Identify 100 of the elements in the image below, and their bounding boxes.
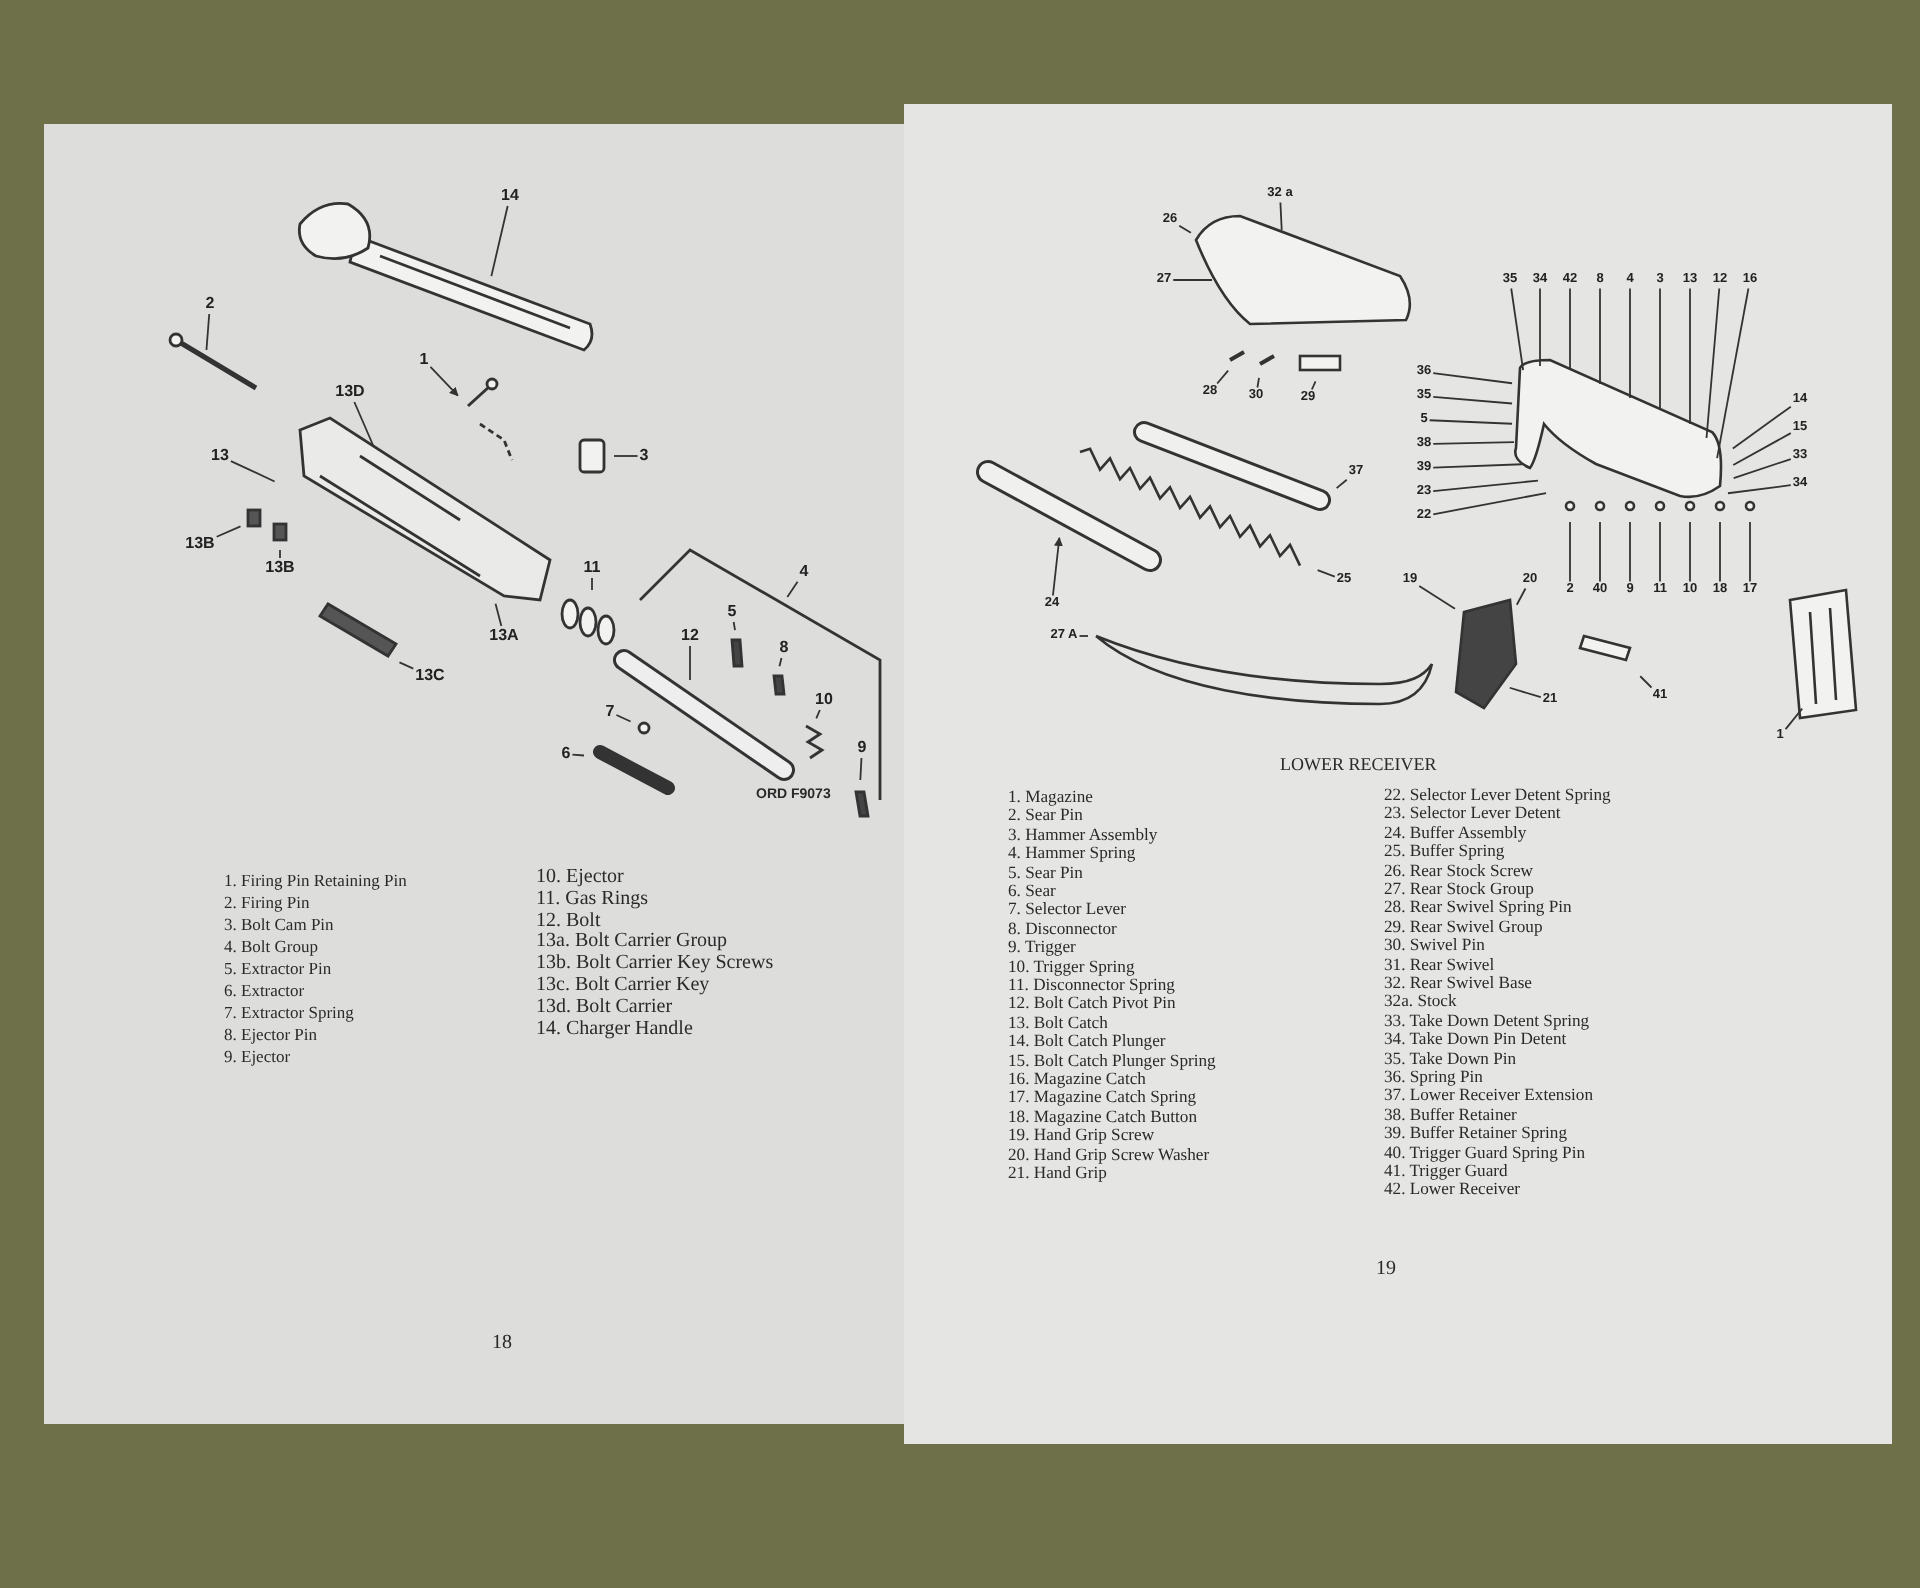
parts-list-item: 41. Trigger Guard — [1384, 1162, 1508, 1180]
leader-line — [1316, 569, 1336, 578]
leader-line — [1659, 521, 1661, 583]
parts-list-item: 39. Buffer Retainer Spring — [1384, 1124, 1567, 1142]
parts-list-item: 4. Bolt Group — [224, 938, 318, 955]
parts-list-item: 6. Sear — [1008, 882, 1056, 900]
leader-line — [1716, 287, 1750, 459]
leader-line — [1727, 484, 1792, 495]
callout-number: 13B — [265, 560, 295, 576]
leader-line — [1731, 405, 1792, 450]
callout-number: 13C — [415, 668, 445, 684]
parts-list-item: 21. Hand Grip — [1008, 1164, 1107, 1182]
parts-list-item: 16. Magazine Catch — [1008, 1070, 1146, 1088]
parts-list-item: 36. Spring Pin — [1384, 1068, 1483, 1086]
leader-line — [1689, 287, 1691, 425]
leader-line — [490, 205, 509, 278]
parts-list-item: 11. Gas Rings — [536, 889, 649, 910]
parts-list-item: 34. Take Down Pin Detent — [1384, 1030, 1567, 1048]
leader-line — [732, 621, 736, 631]
callout-number: 10 — [815, 692, 833, 708]
parts-list-item: 4. Hammer Spring — [1008, 844, 1136, 862]
leader-line — [1432, 479, 1539, 492]
callout-number: 6 — [561, 746, 571, 762]
leader-line — [1216, 369, 1229, 385]
leader-line — [615, 714, 632, 723]
leader-line — [1569, 287, 1571, 371]
parts-list-item: 7. Extractor Spring — [224, 1004, 354, 1021]
parts-list-item: 1. Firing Pin Retaining Pin — [224, 872, 407, 889]
leader-line — [1432, 441, 1515, 445]
leader-line — [1178, 224, 1192, 234]
parts-list-item: 40. Trigger Guard Spring Pin — [1384, 1143, 1586, 1161]
parts-list-item: 29. Rear Swivel Group — [1384, 917, 1543, 935]
parts-list-item: 3. Hammer Assembly — [1008, 825, 1158, 843]
callout-number: 1 — [419, 352, 429, 368]
parts-list-item: 17. Magazine Catch Spring — [1008, 1088, 1197, 1106]
parts-list-item: 35. Take Down Pin — [1384, 1049, 1517, 1067]
parts-list-item: 1. Magazine — [1008, 788, 1093, 806]
callout-number: 13 — [211, 448, 229, 464]
parts-list-item: 38. Buffer Retainer — [1384, 1105, 1517, 1123]
parts-list-item: 7. Selector Lever — [1008, 900, 1126, 918]
parts-list-item: 13d. Bolt Carrier — [536, 997, 673, 1018]
leader-line — [1599, 287, 1601, 385]
parts-list-item: 28. Rear Swivel Spring Pin — [1384, 898, 1572, 916]
leader-line — [429, 365, 459, 397]
parts-list-item: 42. Lower Receiver — [1384, 1180, 1521, 1198]
leader-line — [1432, 492, 1547, 516]
parts-list-item: 23. Selector Lever Detent — [1384, 804, 1561, 822]
callout-number: 13B — [185, 536, 215, 552]
parts-list-item: 24. Buffer Assembly — [1384, 823, 1527, 841]
parts-list-item: 31. Rear Swivel — [1384, 955, 1495, 973]
parts-list-item: 9. Ejector — [224, 1048, 291, 1065]
parts-list-item: 8. Disconnector — [1008, 919, 1117, 937]
page-number: 19 — [1376, 1260, 1396, 1280]
callout-number: 8 — [779, 640, 789, 656]
parts-list-item: 5. Extractor Pin — [224, 960, 332, 977]
callout-number: 2 — [205, 296, 215, 312]
parts-list-item: 13b. Bolt Carrier Key Screws — [536, 954, 774, 975]
leader-line — [353, 401, 375, 448]
leader-line — [205, 313, 211, 351]
parts-list-item: 10. Ejector — [536, 868, 624, 888]
leader-line — [1256, 377, 1260, 389]
leader-line — [1705, 287, 1721, 439]
parts-list-item: 13c. Bolt Carrier Key — [536, 976, 710, 996]
leader-line — [1432, 395, 1513, 405]
parts-list-item: 10. Trigger Spring — [1008, 957, 1135, 975]
leader-line — [778, 657, 783, 668]
leader-line — [398, 661, 415, 670]
parts-list-item: 9. Trigger — [1008, 938, 1076, 956]
leader-line — [1508, 686, 1542, 699]
callout-number: 13D — [335, 384, 365, 400]
callout-number: 11 — [583, 560, 601, 576]
parts-list-item: 32a. Stock — [1384, 992, 1457, 1010]
leader-line — [1749, 521, 1751, 583]
leader-line — [1599, 521, 1601, 583]
parts-list-item: 14. Charger Handle — [536, 1019, 693, 1040]
leader-line — [1659, 287, 1661, 411]
section-heading: LOWER RECEIVER — [1280, 756, 1437, 774]
leader-line — [1335, 478, 1348, 490]
leader-line — [815, 709, 821, 720]
parts-list-item: 15. Bolt Catch Plunger Spring — [1008, 1051, 1216, 1069]
parts-list-item: 37. Lower Receiver Extension — [1384, 1086, 1594, 1104]
parts-list-item: 19. Hand Grip Screw — [1008, 1126, 1155, 1144]
leader-line — [591, 577, 593, 591]
parts-list-item: 14. Bolt Catch Plunger — [1008, 1032, 1166, 1050]
parts-list-item: 33. Take Down Detent Spring — [1384, 1011, 1590, 1029]
callout-number: 9 — [857, 740, 867, 756]
leader-line — [859, 757, 863, 781]
parts-list-item: 13a. Bolt Carrier Group — [536, 932, 728, 953]
leader-line — [1732, 458, 1792, 479]
parts-list-item: 3. Bolt Cam Pin — [224, 916, 334, 933]
leader-line — [1432, 372, 1513, 385]
callout-number: 14 — [501, 188, 519, 204]
leader-line — [1629, 521, 1631, 583]
callout-number: 13A — [489, 628, 519, 644]
leader-line — [1732, 432, 1792, 466]
callout-number: 12 — [681, 628, 699, 644]
parts-list-item: 2. Sear Pin — [1008, 806, 1083, 824]
leader-line — [279, 549, 281, 559]
callout-number: 4 — [799, 564, 809, 580]
leader-line — [1052, 537, 1063, 597]
